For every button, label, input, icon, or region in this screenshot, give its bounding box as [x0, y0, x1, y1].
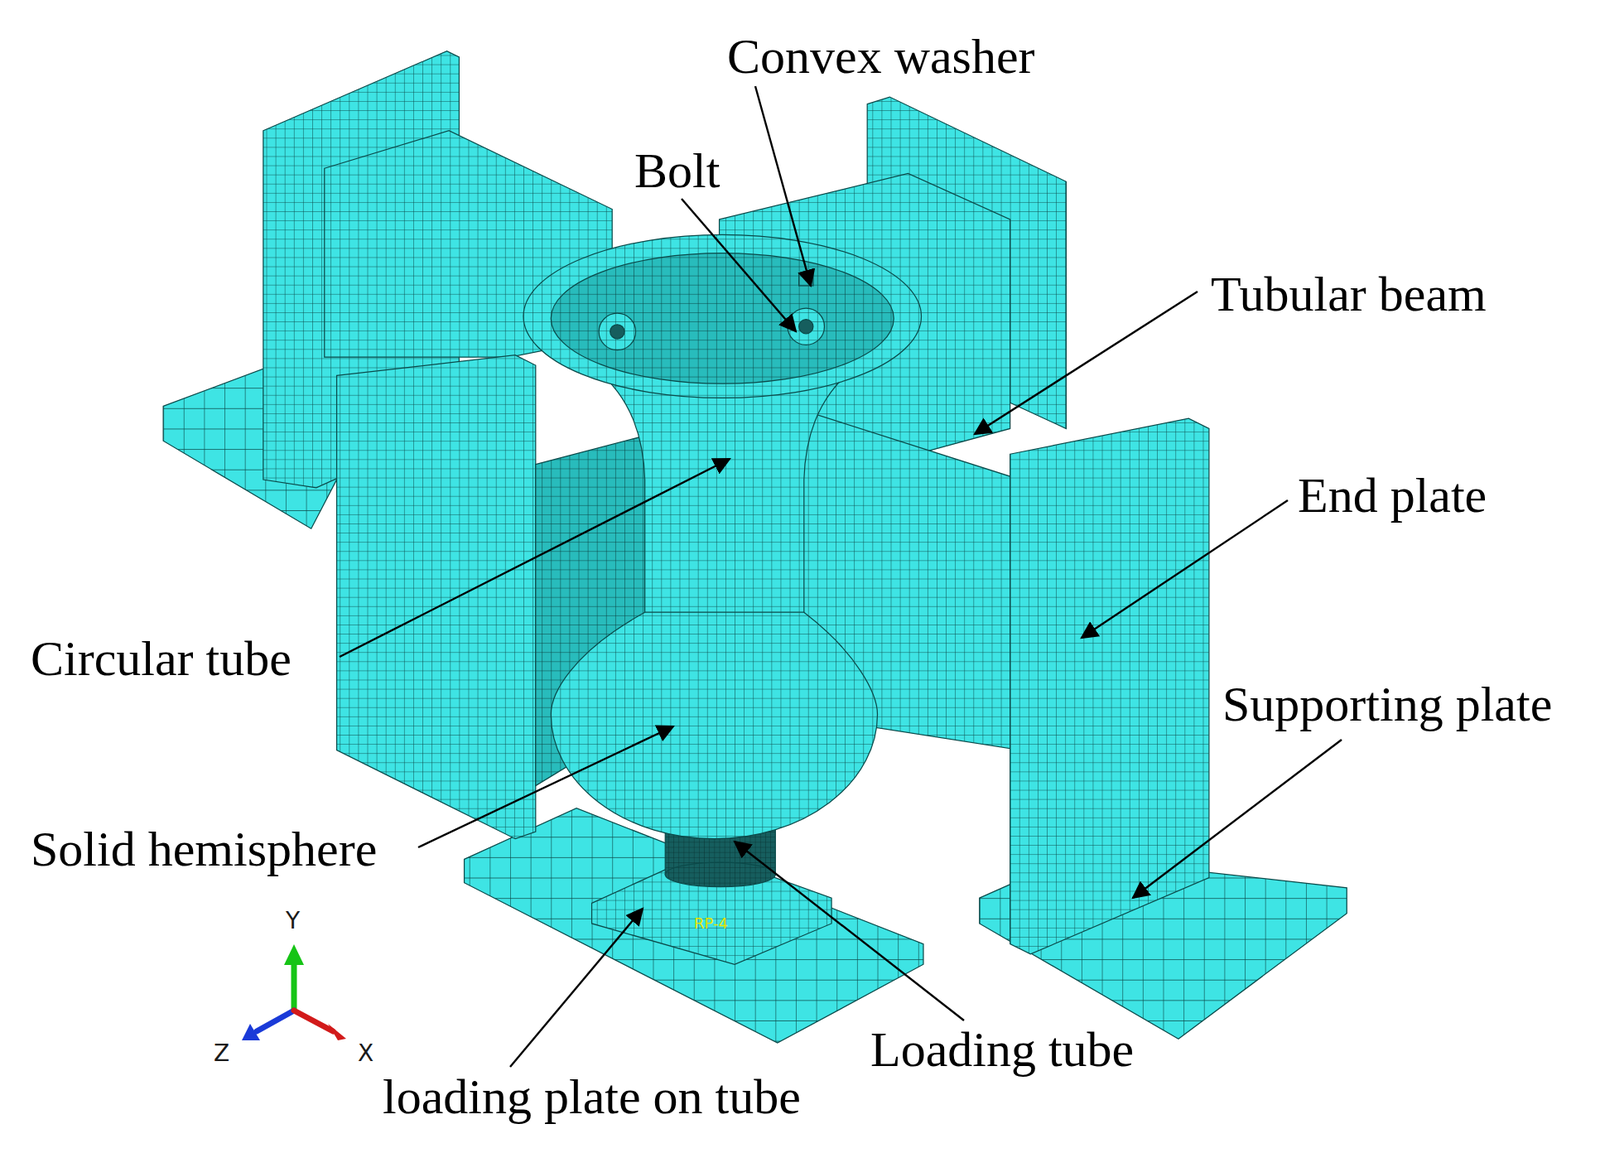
reference-point-label: RP-4	[693, 915, 728, 932]
end-plate	[337, 355, 536, 839]
axis-label: Z	[213, 1040, 230, 1067]
tube-rim	[523, 234, 921, 398]
bolt-hole	[799, 319, 814, 334]
x-axis	[293, 1010, 333, 1032]
leader-line	[1081, 500, 1288, 638]
part-label: End plate	[1297, 467, 1487, 523]
y-axis	[291, 960, 298, 1011]
leader-line	[755, 86, 811, 286]
part-label: Tubular beam	[1210, 266, 1487, 322]
loading-plate	[592, 852, 833, 965]
part-label: Loading tube	[870, 1021, 1134, 1077]
bolt-hole	[610, 324, 625, 339]
leader-line	[681, 198, 796, 332]
mesh-model	[163, 51, 1347, 1044]
end-plate	[1010, 418, 1210, 955]
z-axis	[256, 1010, 294, 1032]
supporting-plate	[464, 808, 924, 1043]
leader-lines	[339, 86, 1342, 1067]
axis-label: X	[357, 1040, 374, 1067]
tube-inner	[550, 253, 894, 385]
leader-line	[974, 291, 1198, 434]
bolt	[598, 313, 636, 350]
part-label: Convex washer	[727, 28, 1036, 84]
leader-line	[418, 726, 674, 848]
part-label: Bolt	[634, 143, 720, 198]
leader-line	[339, 458, 730, 657]
part-label: Supporting plate	[1222, 676, 1552, 732]
x-arrow	[327, 1023, 347, 1041]
loading-tube-base	[665, 862, 776, 887]
leader-line	[1132, 739, 1342, 898]
bolt	[787, 308, 825, 345]
part-label: Circular tube	[30, 631, 292, 686]
leader-line	[734, 841, 964, 1021]
y-arrow	[284, 944, 304, 965]
part-label: loading plate on tube	[382, 1069, 801, 1124]
solid-hemisphere	[550, 612, 878, 839]
part-label: Solid hemisphere	[30, 821, 377, 877]
axis-label: Y	[285, 908, 300, 935]
z-arrow	[241, 1023, 261, 1041]
axis-triad	[241, 944, 347, 1041]
leader-line	[510, 908, 643, 1067]
